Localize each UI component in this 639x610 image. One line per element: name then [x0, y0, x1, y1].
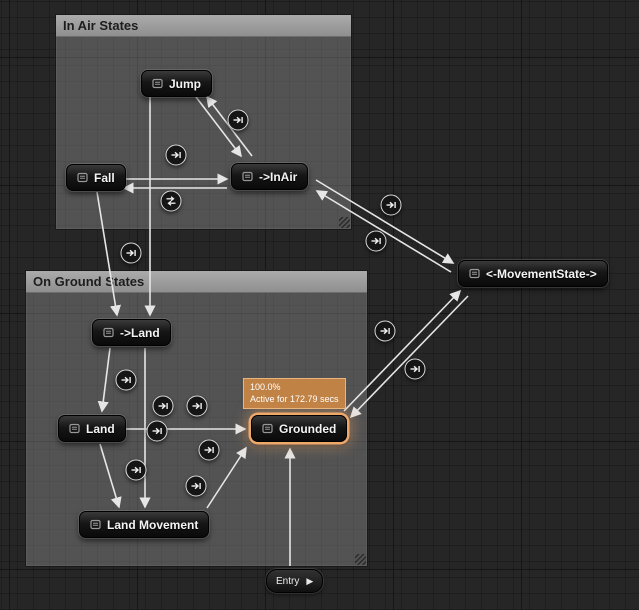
state-node-land[interactable]: Land [58, 415, 126, 442]
state-node-land-transition[interactable]: ->Land [92, 319, 171, 346]
entry-node[interactable]: Entry ▶ [266, 569, 324, 593]
transition-rule-icon[interactable] [380, 194, 402, 216]
transition-rule-icon[interactable] [227, 109, 249, 131]
state-node-inair[interactable]: ->InAir [231, 163, 309, 190]
state-node-label: ->Land [120, 325, 160, 340]
state-node-jump[interactable]: Jump [141, 70, 213, 97]
entry-node-label: Entry [276, 575, 300, 587]
comment-title[interactable]: In Air States [56, 15, 351, 37]
state-machine-icon [90, 519, 101, 530]
transition-rule-icon[interactable] [165, 144, 187, 166]
transition-rule-icon[interactable] [365, 230, 387, 252]
transition-rule-icon[interactable] [115, 369, 137, 391]
resize-grip[interactable] [355, 554, 366, 565]
transition-rule-icon[interactable] [198, 439, 220, 461]
tooltip-percent: 100.0% [250, 382, 281, 392]
state-machine-icon [262, 423, 273, 434]
state-node-grounded[interactable]: Grounded [251, 415, 348, 442]
transition-rule-icon-bidirectional[interactable] [160, 190, 182, 212]
transition-rule-icon[interactable] [404, 358, 426, 380]
state-node-label: Land [86, 421, 115, 436]
state-machine-icon [77, 172, 88, 183]
state-node-label: Grounded [279, 421, 337, 436]
comment-box-in-air[interactable]: In Air States [55, 14, 352, 230]
transition-rule-icon[interactable] [125, 459, 147, 481]
play-icon: ▶ [306, 575, 314, 586]
resize-grip[interactable] [339, 217, 350, 228]
state-machine-icon [69, 423, 80, 434]
comment-title[interactable]: On Ground States [26, 271, 367, 293]
state-node-movement-state[interactable]: <-MovementState-> [458, 260, 608, 287]
state-machine-icon [103, 327, 114, 338]
transition-rule-icon[interactable] [186, 395, 208, 417]
state-node-label: Jump [169, 76, 202, 91]
transition-rule-icon[interactable] [152, 395, 174, 417]
state-node-land-movement[interactable]: Land Movement [79, 511, 210, 538]
state-machine-icon [469, 268, 480, 279]
transition-rule-icon[interactable] [185, 475, 207, 497]
state-node-label: Fall [94, 170, 115, 185]
state-machine-icon [242, 171, 253, 182]
tooltip-active-duration: Active for 172.79 secs [250, 394, 339, 405]
state-machine-icon [152, 78, 163, 89]
state-node-label: <-MovementState-> [486, 266, 597, 281]
transition-rule-icon[interactable] [374, 320, 396, 342]
state-node-fall[interactable]: Fall [66, 164, 126, 191]
transition-rule-icon[interactable] [120, 242, 142, 264]
transition-rule-icon[interactable] [146, 420, 168, 442]
state-node-label: ->InAir [259, 169, 298, 184]
active-state-tooltip: 100.0% Active for 172.79 secs [243, 378, 346, 410]
state-node-label: Land Movement [107, 517, 199, 532]
